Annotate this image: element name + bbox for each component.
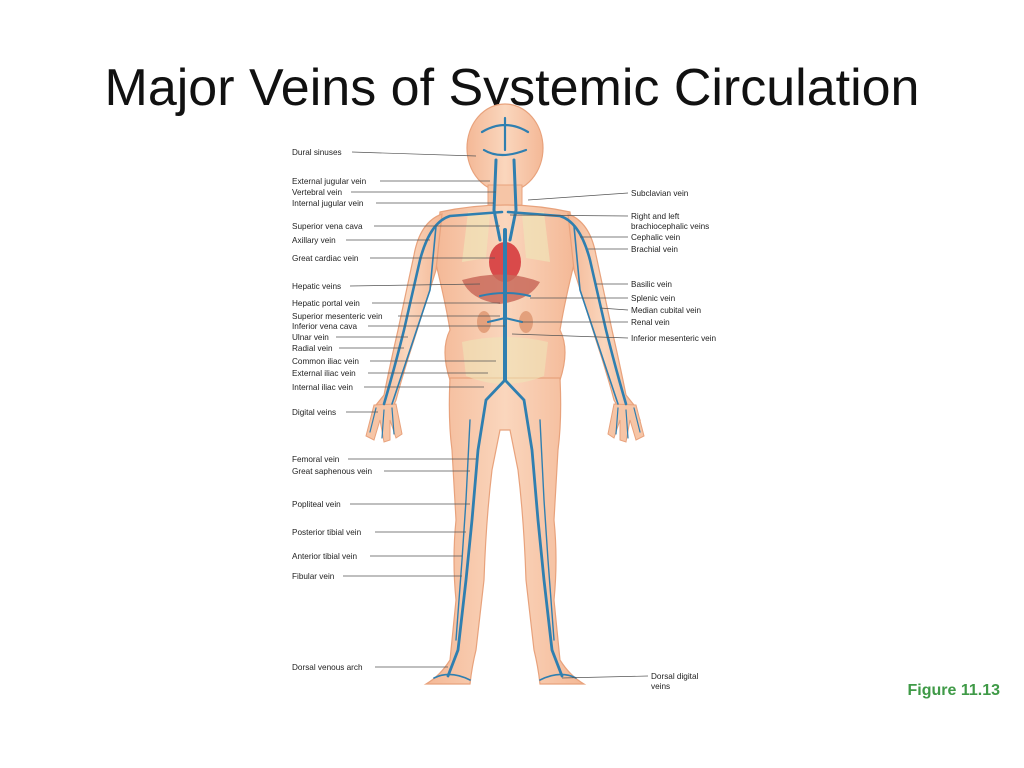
label-superior-vena-cava: Superior vena cava [292, 222, 363, 231]
label-inferior-vena-cava: Inferior vena cava [292, 322, 358, 331]
right-labels: Subclavian vein Right and left brachioce… [509, 189, 717, 691]
label-brachial-vein: Brachial vein [631, 245, 678, 254]
label-fibular-vein: Fibular vein [292, 572, 335, 581]
veins [369, 116, 641, 681]
label-cephalic-vein: Cephalic vein [631, 233, 681, 242]
left-labels: Dural sinuses External jugular vein Vert… [292, 148, 505, 672]
label-great-cardiac-vein: Great cardiac vein [292, 254, 359, 263]
label-popliteal-vein: Popliteal vein [292, 500, 341, 509]
label-external-iliac-vein: External iliac vein [292, 369, 356, 378]
label-brachiocephalic-veins: brachiocephalic veins [631, 222, 709, 231]
label-dural-sinuses: Dural sinuses [292, 148, 342, 157]
label-femoral-vein: Femoral vein [292, 455, 340, 464]
label-hepatic-veins: Hepatic veins [292, 282, 341, 291]
label-anterior-tibial-vein: Anterior tibial vein [292, 552, 358, 561]
label-median-cubital-vein: Median cubital vein [631, 306, 702, 315]
label-superior-mesenteric-vein: Superior mesenteric vein [292, 312, 383, 321]
label-great-saphenous-vein: Great saphenous vein [292, 467, 373, 476]
label-internal-iliac-vein: Internal iliac vein [292, 383, 353, 392]
label-dorsal-venous-arch: Dorsal venous arch [292, 663, 363, 672]
label-right-and-left: Right and left [631, 212, 680, 221]
label-radial-vein: Radial vein [292, 344, 333, 353]
label-inferior-mesenteric-vein: Inferior mesenteric vein [631, 334, 717, 343]
label-common-iliac-vein: Common iliac vein [292, 357, 359, 366]
label-subclavian-vein: Subclavian vein [631, 189, 689, 198]
figure-reference: Figure 11.13 [907, 682, 1001, 699]
label-digital-veins: Digital veins [292, 408, 336, 417]
label-renal-vein: Renal vein [631, 318, 670, 327]
label-hepatic-portal-vein: Hepatic portal vein [292, 299, 360, 308]
label-basilic-vein: Basilic vein [631, 280, 672, 289]
body-silhouette [365, 103, 645, 685]
label-vertebral-vein: Vertebral vein [292, 188, 343, 197]
label-ulnar-vein: Ulnar vein [292, 333, 329, 342]
label-internal-jugular-vein: Internal jugular vein [292, 199, 364, 208]
label-external-jugular-vein: External jugular vein [292, 177, 367, 186]
label-veins: veins [651, 682, 670, 691]
label-splenic-vein: Splenic vein [631, 294, 676, 303]
label-axillary-vein: Axillary vein [292, 236, 336, 245]
label-dorsal-digital: Dorsal digital [651, 672, 699, 681]
label-posterior-tibial-vein: Posterior tibial vein [292, 528, 362, 537]
